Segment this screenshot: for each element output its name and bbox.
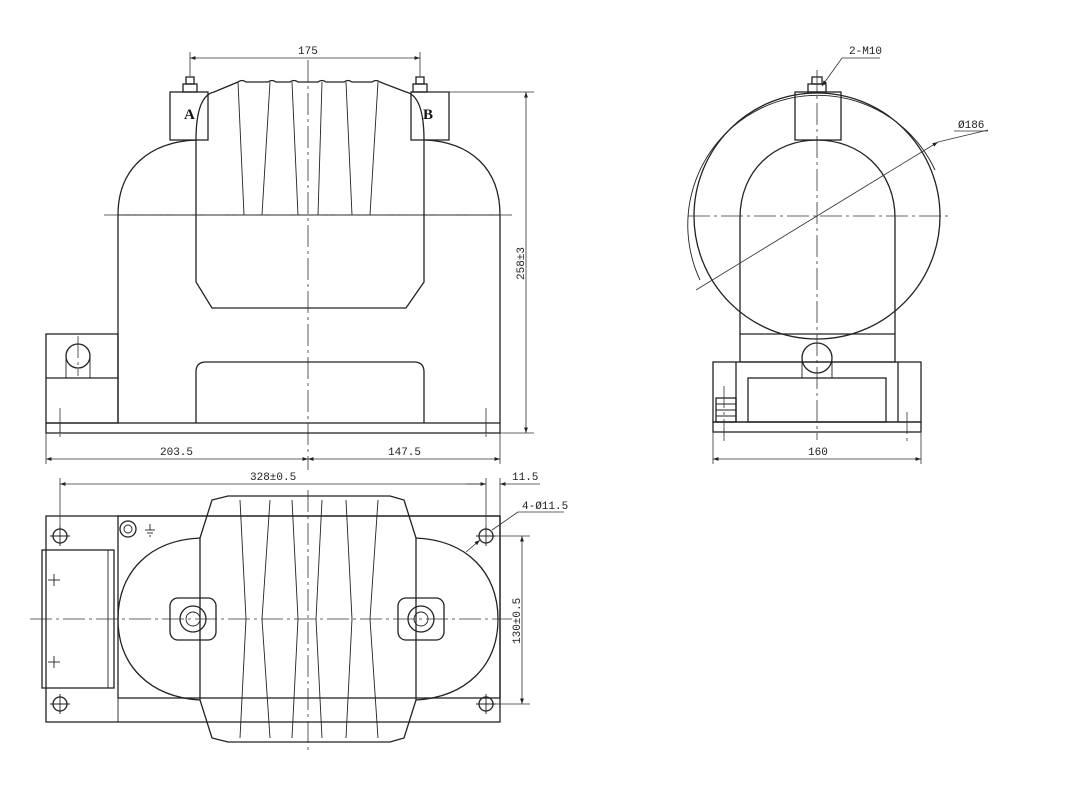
side-ground-lug bbox=[715, 397, 737, 423]
plan-view: 328±0.5 11.5 4-Ø11.5 130±0.5 bbox=[30, 472, 568, 750]
dim-terminal-spacing: 175 bbox=[298, 46, 318, 58]
mounting-hole-tr bbox=[476, 526, 496, 546]
dim-right-width: 147.5 bbox=[388, 447, 421, 459]
plan-insulator bbox=[199, 495, 417, 743]
ground-icon bbox=[119, 520, 155, 538]
side-view: Ø186 2-M10 160 bbox=[687, 46, 989, 464]
dim-length: 328±0.5 bbox=[250, 472, 296, 484]
mounting-hole-bl bbox=[50, 694, 70, 714]
mounting-hole-tl bbox=[50, 526, 70, 546]
dim-depth: 130±0.5 bbox=[512, 598, 524, 644]
dim-left-width: 203.5 bbox=[160, 447, 193, 459]
terminal-label-a: A bbox=[184, 107, 195, 123]
dim-hole-spec: 4-Ø11.5 bbox=[522, 501, 568, 513]
front-insulator bbox=[195, 79, 425, 309]
dim-side-width: 160 bbox=[808, 447, 828, 459]
mounting-hole-br bbox=[476, 694, 496, 714]
front-view: A B 175 258±3 bbox=[45, 46, 534, 470]
dim-height: 258±3 bbox=[516, 247, 528, 280]
dim-bolt: 2-M10 bbox=[849, 46, 882, 58]
terminal-block-a bbox=[169, 76, 209, 141]
dim-hole-offset: 11.5 bbox=[512, 472, 538, 484]
dim-diameter: Ø186 bbox=[958, 120, 984, 132]
terminal-label-b: B bbox=[423, 107, 433, 123]
front-mounting-lug bbox=[45, 333, 119, 424]
